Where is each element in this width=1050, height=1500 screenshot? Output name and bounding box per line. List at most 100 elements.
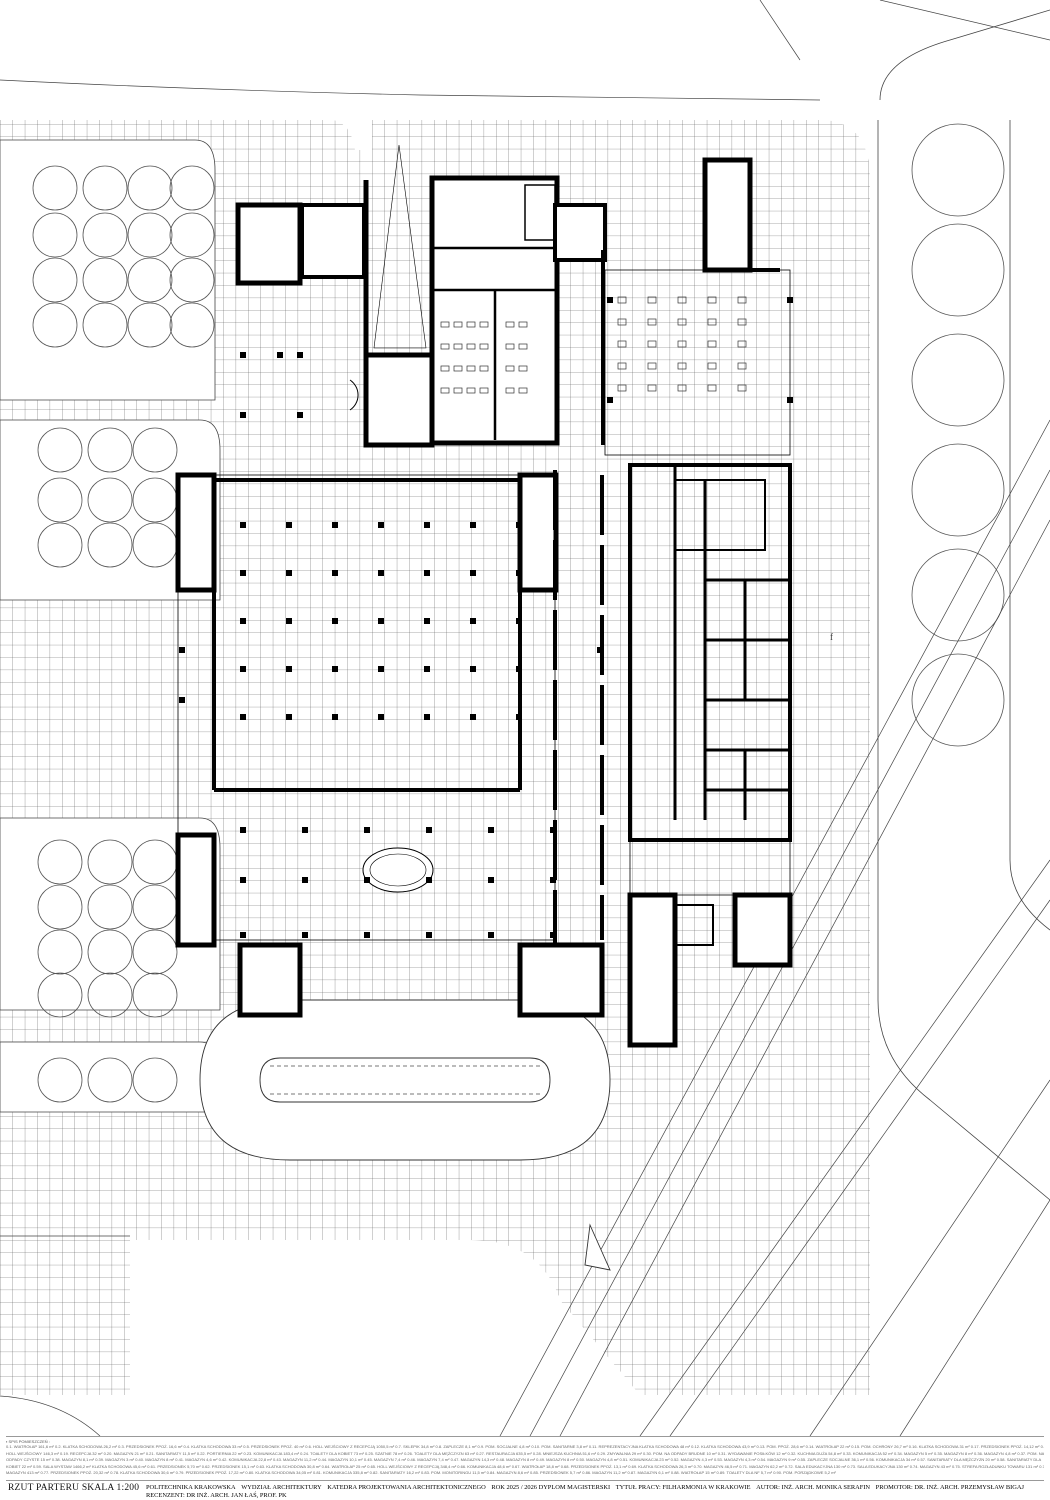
tree-icon (127, 302, 173, 348)
desk-icon (518, 321, 528, 328)
drop-off-loop (199, 999, 611, 1271)
restaurant-tables (440, 296, 747, 394)
column (240, 932, 246, 938)
table-icon (707, 318, 717, 326)
desk-icon (466, 321, 476, 328)
column (516, 522, 522, 528)
column (424, 522, 430, 528)
table-icon (677, 318, 687, 326)
tree-icon (82, 302, 128, 348)
university: POLITECHNIKA KRAKOWSKA (146, 1484, 236, 1491)
legend-line: KOBIET 22 m² 0.59. SALA WYSTAW 1466,2 m²… (6, 1463, 1044, 1469)
tree-icon (32, 212, 78, 258)
column (550, 827, 556, 833)
desk-icon (479, 387, 489, 394)
tree-icon (37, 929, 83, 975)
tree-icon (169, 302, 215, 348)
desk-icon (466, 365, 476, 372)
tree-icon (911, 653, 1005, 747)
desk-icon (479, 343, 489, 350)
desk-icon (518, 365, 528, 372)
column (424, 666, 430, 672)
column (424, 618, 430, 624)
table-icon (647, 362, 657, 370)
table-icon (647, 384, 657, 392)
column (488, 827, 494, 833)
tree-icon (37, 1057, 83, 1103)
column (364, 877, 370, 883)
column (286, 522, 292, 528)
desk-icon (466, 343, 476, 350)
column (302, 932, 308, 938)
column (426, 877, 432, 883)
table-icon (677, 384, 687, 392)
reviewer: RECENZENT: DR INŻ. ARCH. JAN ŁAŚ, PROF. … (146, 1491, 287, 1499)
column (286, 714, 292, 720)
room-legend: ▪ SPIS POMIESZCZEŃ : 0.1. WIATROŁAP 161,… (6, 1436, 1044, 1477)
desk-icon (440, 387, 450, 394)
column (240, 877, 246, 883)
table-icon (647, 318, 657, 326)
tree-icon (32, 302, 78, 348)
large-trees (911, 123, 1005, 747)
column (424, 714, 430, 720)
author: AUTOR: INŻ. ARCH. MONIKA SERAFIN (756, 1484, 871, 1491)
table-icon (647, 296, 657, 304)
tree-icon (127, 165, 173, 211)
column (516, 570, 522, 576)
legend-line: 0.1. WIATROŁAP 161,6 m² 0.2. KLATKA SCHO… (6, 1444, 1044, 1449)
column (332, 618, 338, 624)
table-icon (617, 340, 627, 348)
desk-icon (479, 321, 489, 328)
column (378, 618, 384, 624)
table-icon (617, 296, 627, 304)
table-icon (647, 340, 657, 348)
tree-icon (911, 548, 1005, 642)
tree-icon (132, 1057, 178, 1103)
desk-icon (518, 343, 528, 350)
column (470, 618, 476, 624)
table-icon (617, 384, 627, 392)
desk-icon (479, 365, 489, 372)
tree-icon (37, 427, 83, 473)
columns (179, 297, 793, 938)
column (516, 618, 522, 624)
tree-icon (87, 477, 133, 523)
supervisor: PROMOTOR: DR. INŻ. ARCH. PRZEMYSŁAW BIGA… (875, 1484, 1025, 1491)
table-icon (737, 362, 747, 370)
work-title: TYTUŁ PRACY: FILHARMONIA W KRAKOWIE (615, 1484, 751, 1491)
column (378, 522, 384, 528)
table-icon (737, 318, 747, 326)
tree-icon (911, 223, 1005, 317)
column (179, 697, 185, 703)
north-mark: f (830, 632, 833, 642)
tree-icon (911, 123, 1005, 217)
drawing-title: RZUT PARTERU SKALA 1:200 (8, 1483, 140, 1493)
column (516, 714, 522, 720)
tree-garden-north (0, 139, 221, 1113)
column (332, 522, 338, 528)
column (470, 714, 476, 720)
tree-icon (37, 522, 83, 568)
tree-icon (37, 839, 83, 885)
column (364, 827, 370, 833)
faculty: WYDZIAŁ ARCHITEKTURY (241, 1484, 322, 1491)
column (424, 570, 430, 576)
column (550, 932, 556, 938)
tree-avenue (877, 9, 1050, 1201)
column (240, 714, 246, 720)
table-icon (737, 340, 747, 348)
table-icon (677, 362, 687, 370)
column (297, 352, 303, 358)
tree-icon (32, 165, 78, 211)
column (302, 827, 308, 833)
desk-icon (440, 321, 450, 328)
table-icon (677, 296, 687, 304)
desk-icon (518, 387, 528, 394)
desk-icon (505, 343, 515, 350)
column (286, 570, 292, 576)
tree-icon (37, 972, 83, 1018)
tree-icon (87, 839, 133, 885)
column (286, 666, 292, 672)
info-desk (362, 847, 434, 893)
